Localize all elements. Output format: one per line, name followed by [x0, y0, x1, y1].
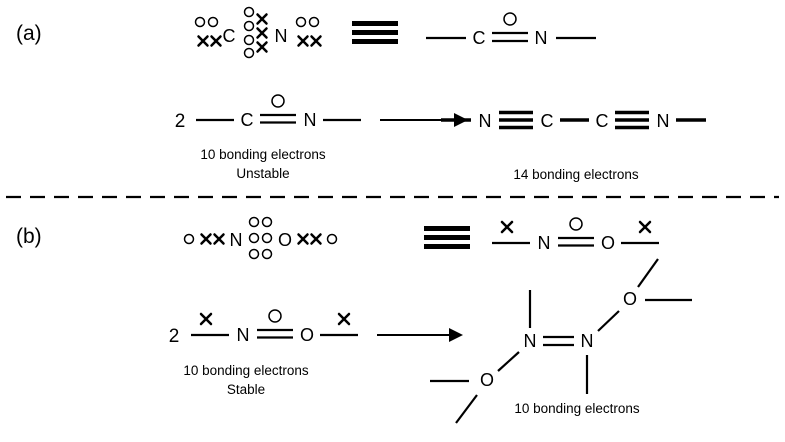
electron-circle	[243, 34, 255, 46]
lewis-b-atom-left: N	[230, 230, 243, 250]
dimer-atom-n-right: N	[581, 331, 594, 351]
equivalence-bar	[352, 30, 398, 35]
reactant-b-atom-left: N	[237, 325, 250, 345]
lone-pair-circle	[503, 12, 517, 26]
electron-circle	[207, 16, 219, 28]
equivalence-bar	[352, 21, 398, 26]
dimer-atom-o-right: O	[623, 289, 637, 309]
lewis-structure-a: C N	[194, 6, 322, 59]
reaction-a-coefficient: 2	[175, 111, 186, 132]
caption-b-reactant-line1: 10 bonding electrons	[183, 363, 309, 378]
equivalence-bar	[352, 39, 398, 44]
double-bond-line	[543, 335, 574, 347]
electron-circle	[243, 20, 255, 32]
electron-cross	[197, 35, 209, 47]
electron-circle	[261, 232, 273, 244]
dimer-atom-n-left: N	[524, 331, 537, 351]
electron-cross	[256, 41, 268, 53]
electron-cross	[210, 35, 222, 47]
reaction-b: 2 N O O N	[169, 258, 692, 424]
electron-cross	[213, 233, 225, 245]
line-b-atom-right: O	[601, 233, 615, 253]
lewis-a-atom-left: C	[223, 26, 236, 46]
electron-cross	[256, 27, 268, 39]
caption-a-product: 14 bonding electrons	[513, 167, 639, 182]
equivalence-bar	[424, 235, 470, 240]
product-a-atom-3: C	[596, 111, 609, 131]
product-a-atom-4: N	[657, 111, 670, 131]
electron-cross	[297, 35, 309, 47]
line-a-atom-right: N	[535, 28, 548, 48]
electron-circle	[194, 16, 206, 28]
reaction-b-coefficient: 2	[169, 326, 180, 347]
product-a-atom-1: N	[479, 111, 492, 131]
lone-pair-circle	[569, 217, 583, 231]
electron-circle	[248, 248, 260, 260]
odd-electron-cross	[199, 312, 213, 326]
reaction-b-product-dimer: O N N O	[430, 258, 692, 424]
line-b-atom-left: N	[538, 233, 551, 253]
electron-circle	[243, 6, 255, 18]
bond-line	[497, 351, 520, 372]
section-b: (b) N O N	[16, 216, 692, 424]
reaction-b-reactant: N O	[191, 309, 358, 345]
lewis-b-atom-right: O	[278, 230, 292, 250]
double-bond-line	[492, 31, 528, 43]
line-structure-a: C N	[426, 12, 596, 48]
bond-line	[597, 310, 620, 332]
bond-line	[637, 258, 659, 288]
lone-pair-circle	[268, 309, 282, 323]
line-structure-b: N O	[492, 217, 659, 253]
electron-cross	[297, 233, 309, 245]
product-a-atom-2: C	[541, 111, 554, 131]
electron-cross	[256, 13, 268, 25]
section-a: (a) C N	[16, 6, 706, 182]
electron-cross	[310, 233, 322, 245]
equivalence-sign-b	[424, 226, 470, 249]
reactant-a-atom-left: C	[241, 110, 254, 130]
odd-electron-cross	[337, 312, 351, 326]
reactant-a-atom-right: N	[304, 110, 317, 130]
reaction-a-product: N C C N	[441, 110, 706, 131]
triple-bond-line	[499, 110, 533, 130]
electron-circle	[308, 16, 320, 28]
electron-circle	[295, 16, 307, 28]
double-bond-line	[558, 236, 594, 247]
electron-circle	[261, 216, 273, 228]
reaction-a-reactant: C N	[196, 94, 361, 130]
caption-b-product: 10 bonding electrons	[514, 401, 640, 416]
equivalence-bar	[424, 244, 470, 249]
odd-electron-cross	[500, 220, 514, 234]
equivalence-sign-a	[352, 21, 398, 44]
lewis-a-atom-right: N	[275, 26, 288, 46]
line-a-atom-left: C	[473, 28, 486, 48]
reactant-b-atom-right: O	[300, 325, 314, 345]
caption-a-reactant-line2: Unstable	[236, 166, 289, 181]
double-bond-line	[257, 328, 293, 339]
dimer-atom-o-left: O	[480, 370, 494, 390]
equivalence-bar	[424, 226, 470, 231]
section-b-label: (b)	[16, 225, 42, 248]
caption-b-reactant-line2: Stable	[227, 382, 265, 397]
electron-circle	[326, 233, 338, 245]
lewis-structure-b: N O	[183, 216, 338, 260]
electron-circle	[243, 47, 255, 59]
reaction-b-arrow	[377, 328, 463, 342]
electron-cross	[200, 233, 212, 245]
electron-cross	[310, 35, 322, 47]
reaction-a: 2 C N N C C N	[175, 94, 706, 182]
arrow-head	[449, 328, 463, 342]
electron-circle	[248, 232, 260, 244]
electron-circle	[261, 248, 273, 260]
bond-line	[455, 394, 478, 424]
odd-electron-cross	[638, 220, 652, 234]
double-bond-line	[260, 113, 296, 124]
electron-circle	[248, 216, 260, 228]
lone-pair-circle	[271, 94, 285, 108]
triple-bond-line	[615, 110, 649, 130]
caption-a-reactant-line1: 10 bonding electrons	[200, 147, 326, 162]
electron-circle	[183, 233, 195, 245]
section-a-label: (a)	[16, 22, 42, 45]
